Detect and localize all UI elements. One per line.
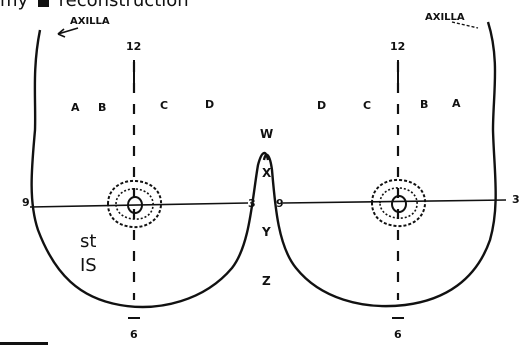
left-areola — [106, 179, 163, 229]
zone-right-d: D — [317, 99, 326, 112]
right-areola — [370, 178, 427, 228]
right-breast-outline — [262, 21, 497, 308]
axilla-left-arrow — [57, 27, 79, 35]
zone-left-c: C — [160, 99, 168, 112]
zone-right-a: A — [452, 97, 461, 110]
left-horizontal-axis — [29, 202, 249, 208]
side-text-fragment: st IS — [80, 230, 97, 278]
zone-left-a: A — [71, 101, 80, 114]
caption-before: my — [0, 0, 29, 11]
zone-right-b: B — [420, 98, 428, 111]
midline-w: W — [260, 127, 273, 141]
clock-9-right: 9 — [276, 197, 284, 210]
clock-6-right: 6 — [394, 328, 402, 341]
midline-z: Z — [262, 274, 271, 288]
zone-left-d: D — [205, 98, 214, 111]
left-breast-outline — [30, 29, 270, 309]
axilla-right-label: AXILLA — [425, 12, 465, 23]
top-caption: my reconstruction — [0, 0, 189, 11]
clock-6-left: 6 — [130, 328, 138, 341]
horizontal-rule — [0, 342, 48, 345]
clock-12-left: 12 — [126, 40, 141, 53]
clock-3-right: 3 — [512, 193, 520, 206]
clock-3-left: 3 — [248, 197, 256, 210]
right-horizontal-axis — [282, 199, 507, 204]
midline-x: X — [262, 166, 272, 180]
axilla-left-label: AXILLA — [70, 16, 110, 27]
midline-y: Y — [261, 225, 271, 239]
caption-after: reconstruction — [58, 0, 189, 11]
axilla-right-arrow — [451, 21, 479, 29]
axilla-left-arrowhead — [57, 28, 66, 38]
reconstruction-marker-icon — [37, 0, 49, 7]
zone-right-c: C — [363, 99, 371, 112]
clock-12-right: 12 — [390, 40, 405, 53]
zone-left-b: B — [98, 101, 106, 114]
side-text-line-2: IS — [80, 255, 97, 276]
clock-9-left: 9 — [22, 196, 30, 209]
side-text-line-1: st — [80, 231, 97, 252]
